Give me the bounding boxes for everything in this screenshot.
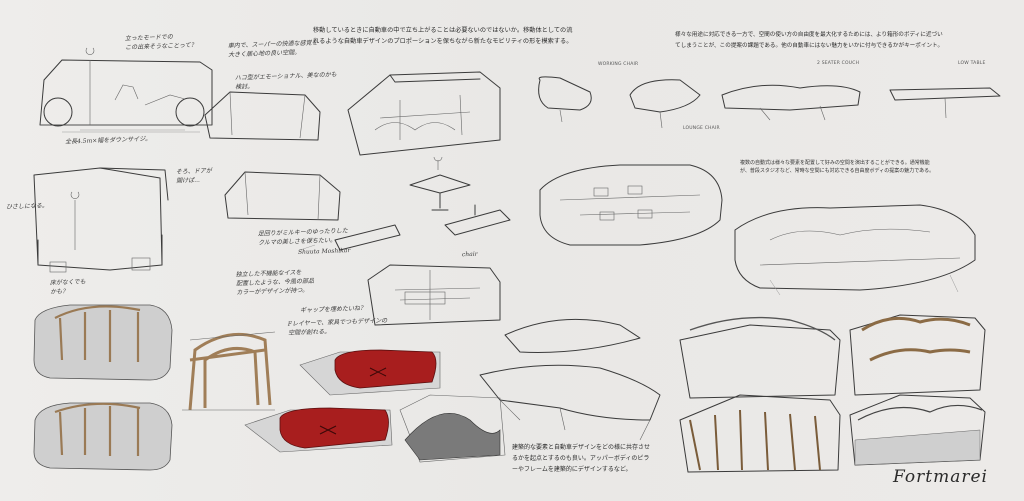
chair-studies xyxy=(538,76,1001,129)
interior-box-sketch xyxy=(367,264,501,326)
handwritten-note-1: 立ったモードでの この出来そうなことって？ xyxy=(124,33,197,52)
furniture-boxes-right xyxy=(679,314,986,473)
slab-forms-center xyxy=(479,318,661,441)
handwritten-note-2: 車内で、スーパーの快適な感覚を 大きく居心地の良い空間。 xyxy=(227,39,318,59)
bottom-caption-line3: ーやフレームを建築的にデザインするなど。 xyxy=(512,466,632,473)
van-rear-sketch xyxy=(33,167,169,273)
handwritten-note-4: そろ、ドアが 開けば... xyxy=(175,167,212,185)
header-right-line1: 様々な用途に対応できる一方で、空間の使い方の自由度を最大化するためには、より箱形… xyxy=(675,32,943,38)
label-low-table: LOW TABLE xyxy=(958,61,986,66)
header-right-line2: てしまうことが、この提案の課題である。他の自動車にはない魅力をいかに付与できるか… xyxy=(675,43,944,49)
bottom-caption-line1: 建築的な要素と自動車デザインをどの様に共存させ xyxy=(512,444,651,451)
header-left-line1: 移動しているときに自動車の中で立ち上がることは必要ないのではないか。移動体として… xyxy=(313,27,573,34)
label-lounge-chair: LOUNGE CHAIR xyxy=(683,126,720,131)
handwritten-note-3: ハコ型がエモーショナル、美なのかも 検討。 xyxy=(234,71,337,91)
mid-note-line1: 複数の自動式は様々な要素を配置して好みの空間を演出することができる。通常機能 xyxy=(740,160,930,166)
bottom-caption-line2: るかを起点とするのも良い。アッパーボディのピラ xyxy=(512,455,650,462)
boxcar-sketches xyxy=(204,91,341,221)
wood-frame-cars xyxy=(33,304,173,471)
header-left-line2: れるような自動車デザインのプロポーションを保ちながら新たなモビリティの形を模索す… xyxy=(313,38,573,45)
wood-arch-frame xyxy=(182,331,276,411)
handwritten-note-11: Fレイヤーで、家具でつもデザインの 空間が創れる。 xyxy=(287,317,388,337)
handwritten-note-12: chair xyxy=(461,250,478,259)
brand-signature: Fortmarei xyxy=(893,467,988,487)
label-seater-couch: 2 SEATER COUCH xyxy=(817,61,860,66)
dimension-lines xyxy=(80,129,316,251)
handwritten-note-6: 床がなくでも かも？ xyxy=(49,278,86,296)
large-interior-sketch xyxy=(539,164,976,296)
van-side-sketch xyxy=(39,47,213,133)
handwritten-note-9: 独立した不機能なイスを 配置したような、今風の部品 カラーがデザインが持つ。 xyxy=(235,269,315,297)
red-seat-trays xyxy=(244,349,441,453)
cabin-interior-sketch xyxy=(347,71,501,156)
gray-wave-form xyxy=(399,394,506,463)
handwritten-signature: Shuuta Moshikar xyxy=(297,247,351,256)
seat-figure-sketches xyxy=(334,156,511,251)
handwritten-note-5: ひさしになる。 xyxy=(5,202,49,211)
label-working-chair: WORKING CHAIR xyxy=(598,62,639,67)
handwritten-note-8: 足回りがミルキーのゆったりした クルマの美しさを保ちたい。 xyxy=(257,227,348,247)
mid-note-line2: が、普段スタジオなど、常時な空間にも対応できる自由度ボディの提案の魅力である。 xyxy=(740,168,935,174)
